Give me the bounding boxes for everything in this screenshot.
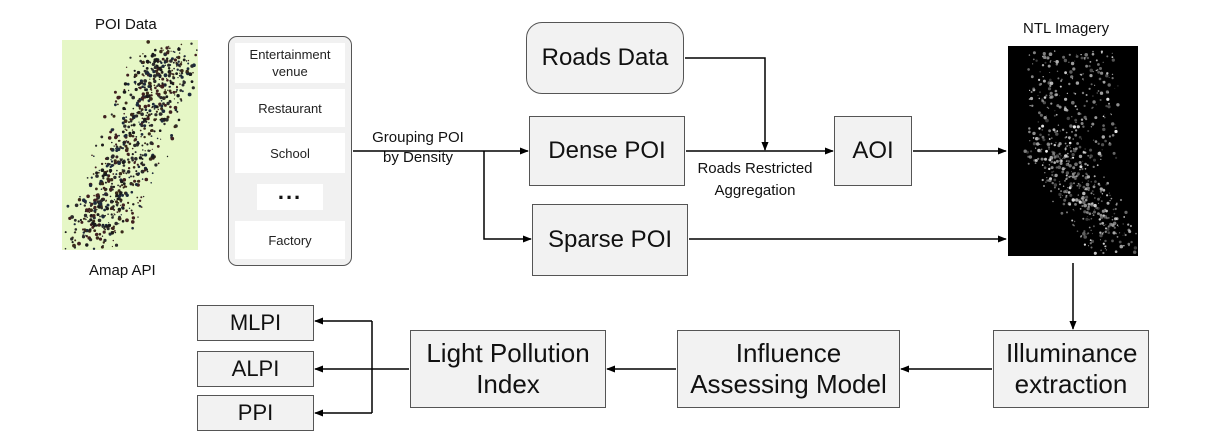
category-factory: Factory <box>235 221 345 259</box>
poi-data-title: POI Data <box>95 16 157 33</box>
aoi-box: AOI <box>834 116 912 186</box>
category-restaurant: Restaurant <box>235 89 345 127</box>
poi-map-image <box>62 40 198 250</box>
arrow-roads-to-aggregation <box>685 57 769 151</box>
arrow-to-sparse-poi <box>483 151 532 243</box>
sparse-poi-box: Sparse POI <box>532 204 688 276</box>
ellipsis-dots: ... <box>277 179 303 204</box>
influence-assessing-model-box: Influence Assessing Model <box>677 330 900 408</box>
ppi-box: PPI <box>197 395 314 431</box>
category-entertainment-venue: Entertainment venue <box>235 43 345 83</box>
grouping-label: Grouping POI by Density <box>372 129 464 166</box>
poi-category-panel: Entertainment venue Restaurant School ..… <box>228 36 352 266</box>
category-school: School <box>235 133 345 173</box>
roads-restricted-aggregation-label: Roads Restricted Aggregation <box>697 160 813 199</box>
ntl-lights <box>1023 50 1138 255</box>
category-ellipsis: ... <box>257 179 323 210</box>
ntl-imagery-title: NTL Imagery <box>1023 20 1110 37</box>
alpi-box: ALPI <box>197 351 314 387</box>
poi-scatter <box>64 40 198 250</box>
roads-data-box: Roads Data <box>526 22 684 94</box>
illuminance-extraction-box: Illuminance extraction <box>993 330 1149 408</box>
dense-poi-box: Dense POI <box>529 116 685 186</box>
amap-api-caption: Amap API <box>89 262 156 279</box>
mlpi-box: MLPI <box>197 305 314 341</box>
light-pollution-index-box: Light Pollution Index <box>410 330 606 408</box>
ntl-imagery-image <box>1008 46 1138 256</box>
